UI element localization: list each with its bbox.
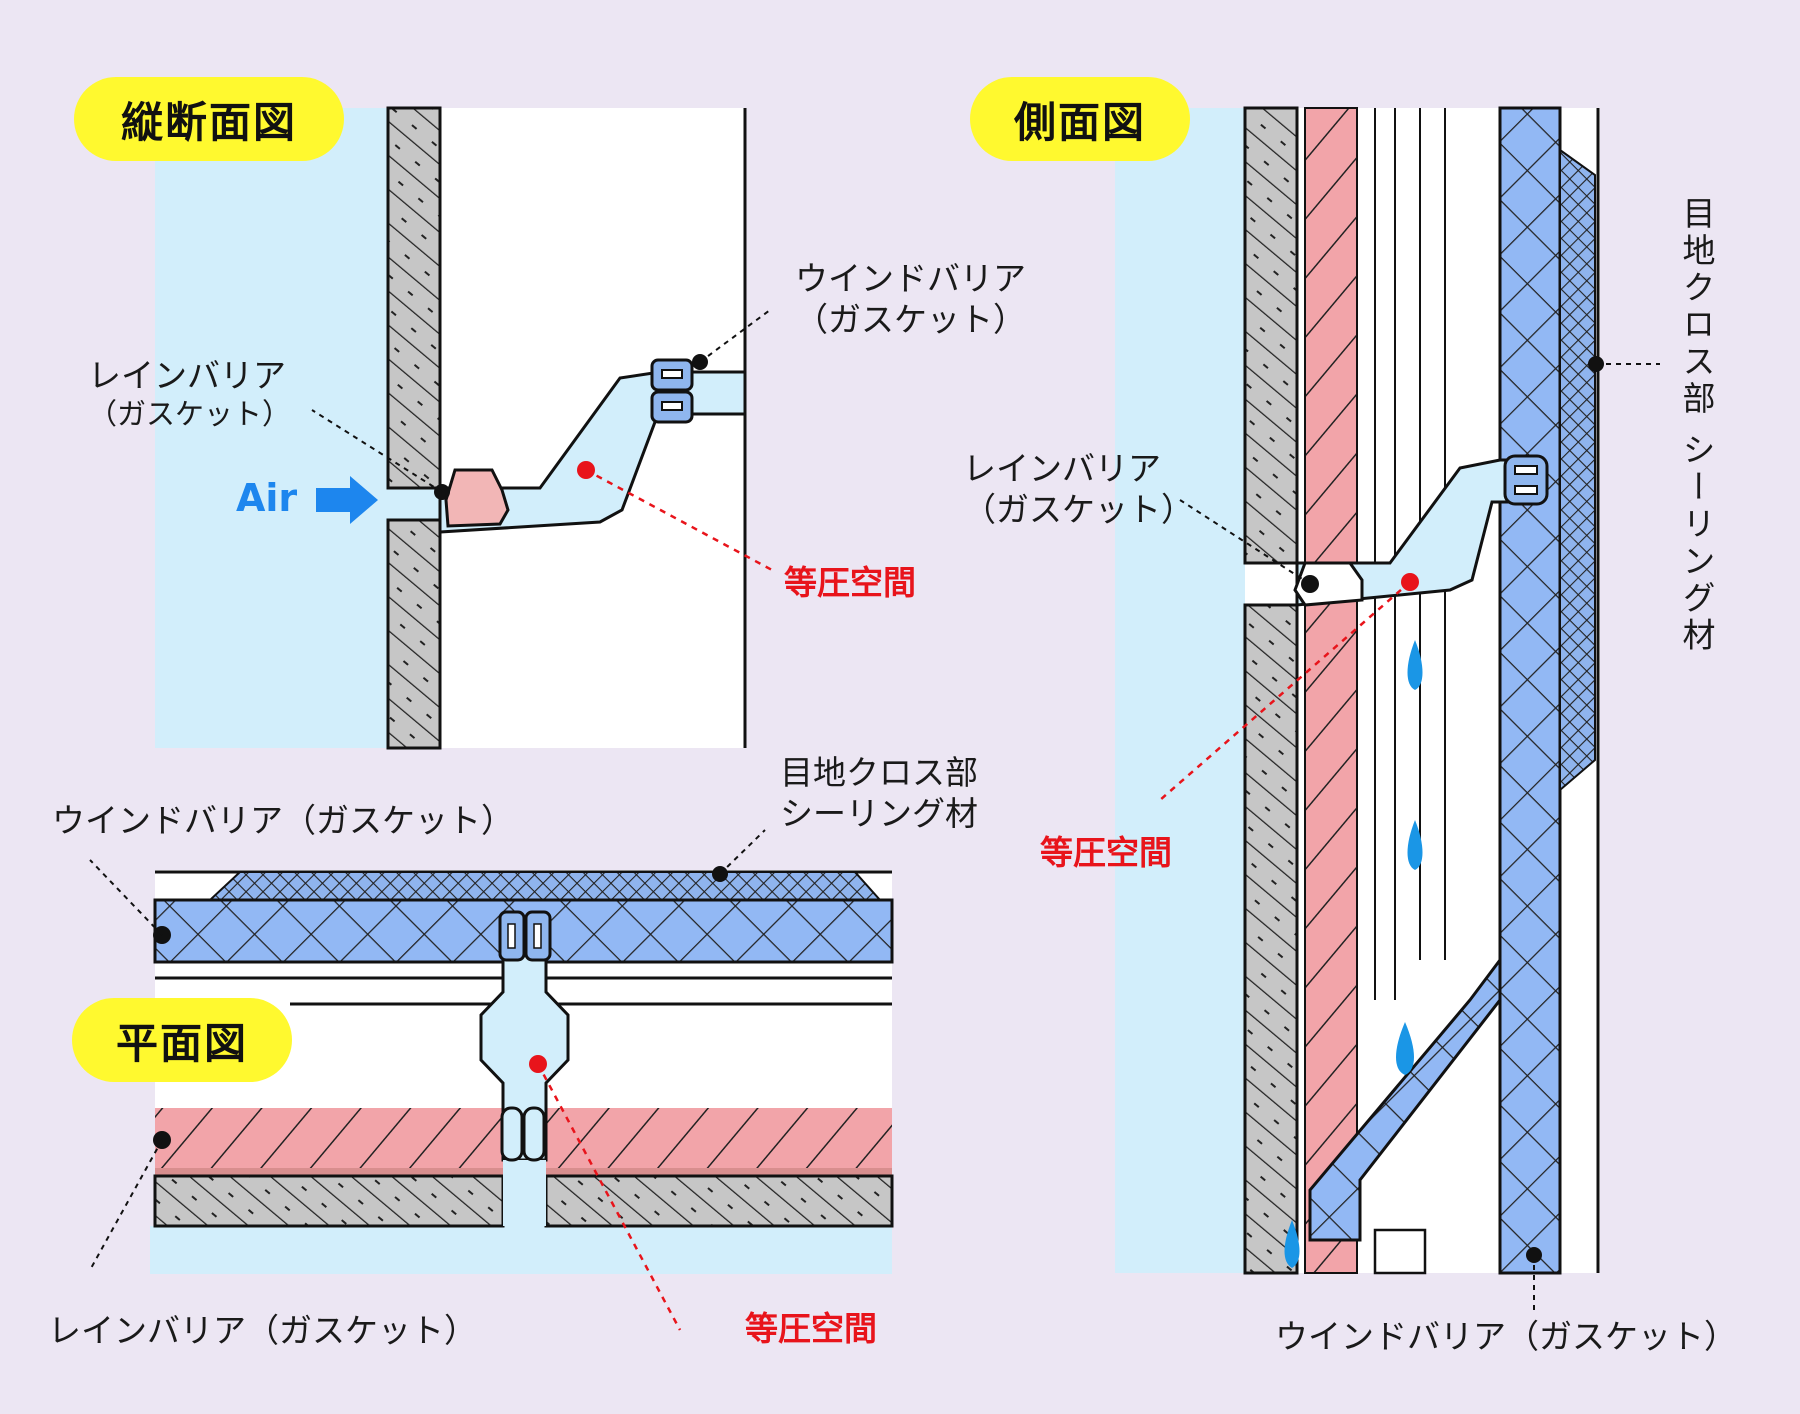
plan-view-drawing (89, 829, 894, 1331)
side-joint-sealant-label: 目地クロス部 シーリング材 (1677, 196, 1716, 655)
vertical-section-drawing (155, 106, 773, 750)
side-wind-gasket (1503, 454, 1549, 506)
side-view-title: 側面図 (970, 77, 1190, 161)
joint-cross-sealant (207, 871, 883, 901)
side-outdoor-air (1115, 108, 1245, 1273)
plan-pressure-space-label: 等圧空間 (745, 1309, 877, 1348)
side-wind-barrier-label: ウインドバリア（ガスケット） (1275, 1317, 1737, 1356)
concrete-panel-upper (386, 106, 442, 490)
water-drop-icon (1407, 640, 1423, 690)
vs-rain-barrier-label: レインバリア （ガスケット） (88, 356, 292, 432)
vertical-section-title: 縦断面図 (74, 77, 344, 161)
concrete-layer-left (153, 1174, 505, 1228)
air-label: Air (236, 476, 298, 520)
concrete-panel-lower (386, 518, 442, 750)
side-frame-block (1373, 1228, 1427, 1275)
side-wind-barrier (1498, 106, 1562, 1275)
water-drop-icon (1407, 820, 1423, 870)
side-joint-sealant (1559, 148, 1596, 793)
side-concrete-upper (1243, 106, 1299, 565)
plan-joint-sealant-label: 目地クロス部 シーリング材 (780, 753, 978, 834)
water-drop-icon (1284, 1220, 1300, 1268)
plan-rain-barrier-label: レインバリア（ガスケット） (48, 1311, 477, 1350)
side-drain-sill (1308, 955, 1502, 1242)
rain-barrier-gasket (444, 468, 510, 528)
side-pressure-space-label: 等圧空間 (1040, 833, 1172, 872)
side-insulation (1304, 107, 1358, 1274)
vs-wind-barrier-label: ウインドバリア （ガスケット） (795, 259, 1026, 340)
side-rain-barrier-label: レインバリア （ガスケット） (963, 449, 1194, 530)
side-view-drawing (1115, 106, 1660, 1310)
plan-wind-barrier-label: ウインドバリア（ガスケット） (52, 801, 514, 840)
side-concrete-lower (1243, 603, 1299, 1275)
concrete-layer-right (544, 1174, 894, 1228)
plan-wind-gasket (498, 910, 552, 962)
plan-rain-gasket (500, 1106, 546, 1162)
side-rain-gasket (1293, 561, 1364, 607)
wind-barrier-gasket (650, 358, 694, 424)
plan-outdoor-air (150, 1226, 892, 1274)
vs-pressure-space-label: 等圧空間 (784, 563, 916, 602)
air-arrow-icon (316, 476, 378, 524)
plan-view-title: 平面図 (72, 998, 292, 1082)
water-drop-icon (1396, 1022, 1414, 1075)
